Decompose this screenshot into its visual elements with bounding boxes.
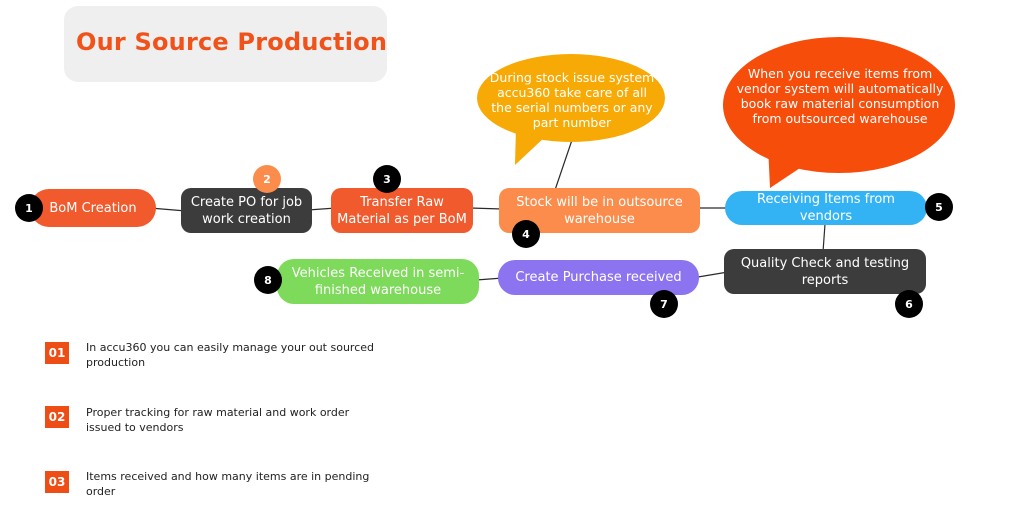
node-transfer-raw-material: Transfer Raw Material as per BoM: [331, 188, 473, 233]
step-badge-6: 6: [895, 290, 923, 318]
title-box: [64, 6, 387, 82]
node-receiving-items: Receiving Items from vendors: [725, 191, 927, 225]
connector-3-4: [469, 207, 503, 210]
step-badge-2: 2: [253, 165, 281, 193]
callout-bubble-yellow: [477, 54, 665, 142]
callout-tail-red: [768, 145, 812, 188]
step-badge-7: 7: [650, 290, 678, 318]
step-badge-3: 3: [373, 165, 401, 193]
callout-bubble-red: [723, 37, 955, 173]
page-title: Our Source Production: [76, 28, 388, 56]
callout-tail-yellow: [515, 126, 546, 165]
node-create-purchase: Create Purchase received: [498, 260, 699, 295]
callout-auto-book-text: When you receive items from vendor syste…: [736, 66, 944, 126]
node-bom-creation: BoM Creation: [30, 189, 156, 227]
node-quality-check: Quality Check and testing reports: [724, 249, 926, 294]
step-badge-4: 4: [512, 220, 540, 248]
note-text-02: Proper tracking for raw material and wor…: [86, 406, 350, 434]
note-number-01: 01: [45, 342, 69, 364]
node-vehicles-received: Vehicles Received in semi-finished wareh…: [277, 259, 479, 304]
step-badge-5: 5: [925, 193, 953, 221]
note-number-03: 03: [45, 471, 69, 493]
step-badge-8: 8: [254, 266, 282, 294]
connector-6-7: [697, 271, 729, 278]
step-badge-1: 1: [15, 194, 43, 222]
node-create-po: Create PO for job work creation: [181, 188, 312, 233]
connector-bubble-stock: [554, 139, 573, 191]
note-number-02: 02: [45, 406, 69, 428]
connector-5-6: [822, 223, 826, 253]
connector-1-2: [149, 207, 187, 212]
callout-stock-issue-text: During stock issue system accu360 take c…: [489, 70, 655, 130]
note-text-03: Items received and how many items are in…: [86, 470, 370, 498]
note-text-01: In accu360 you can easily manage your ou…: [86, 341, 375, 369]
